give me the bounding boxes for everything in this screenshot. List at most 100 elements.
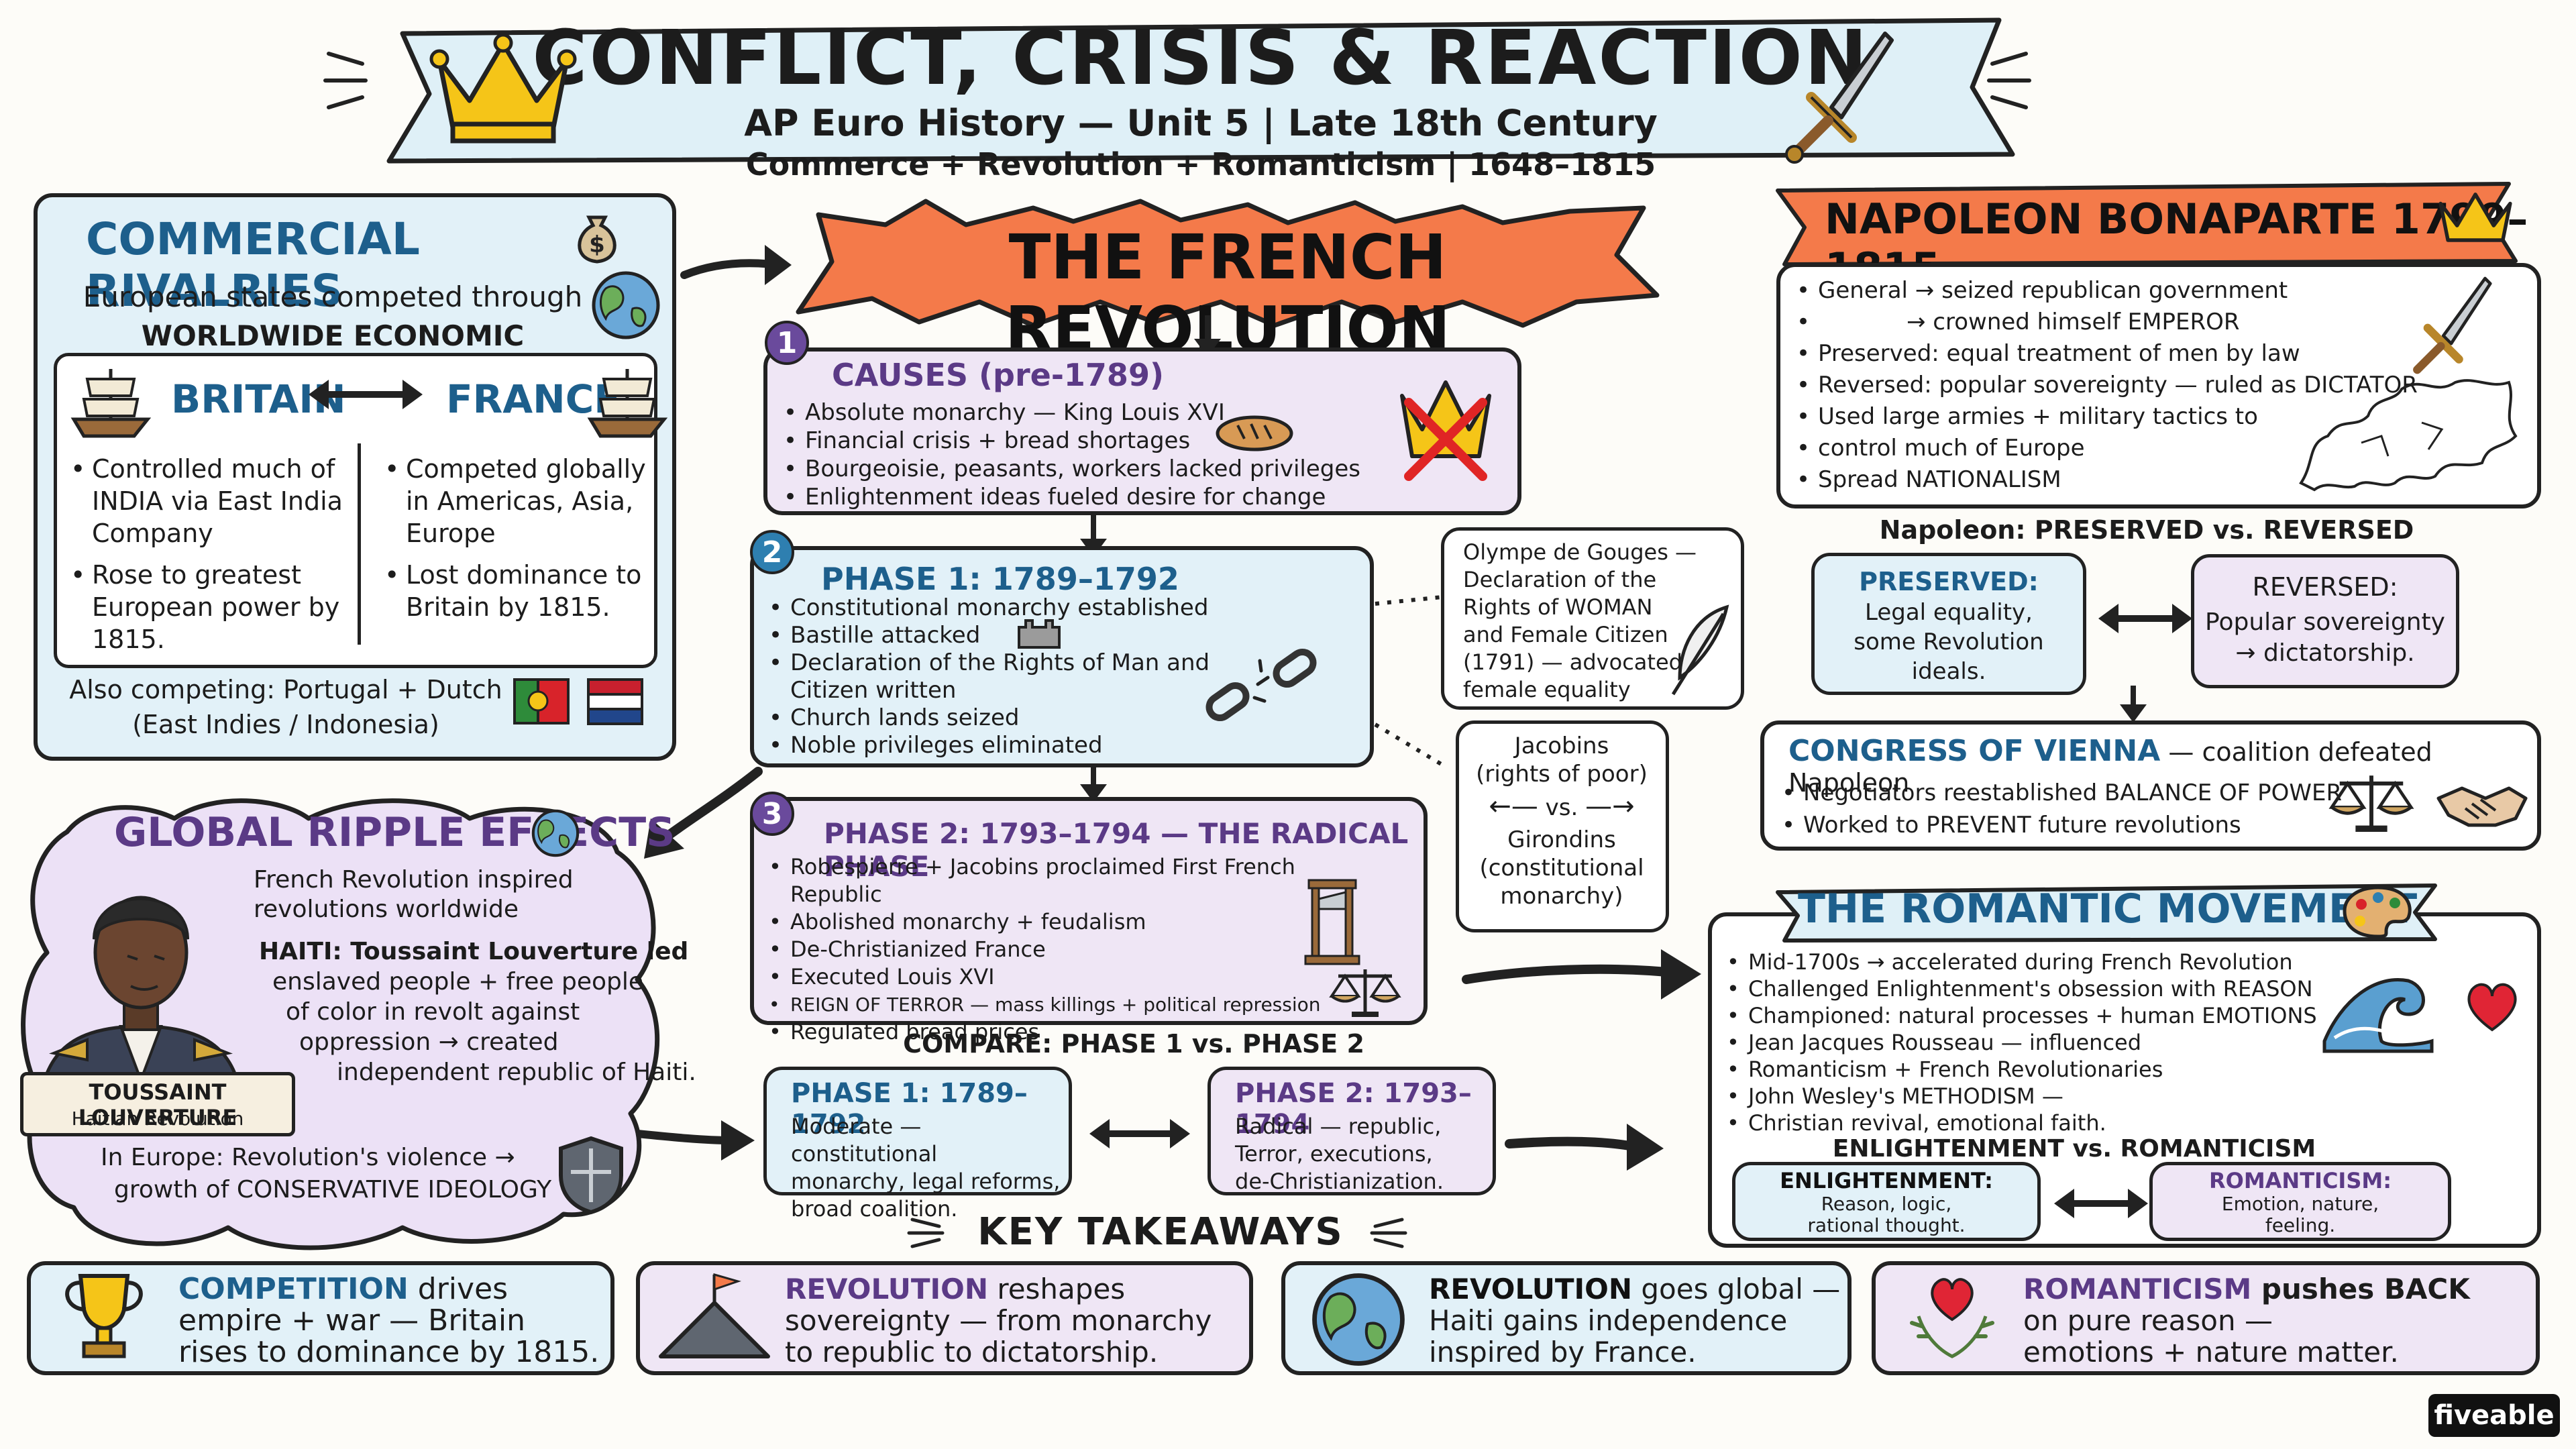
crossed-crown-icon — [1400, 380, 1491, 481]
jacobins-girondins-note: Jacobins (rights of poor) ←— vs. —→ Giro… — [1456, 720, 1669, 932]
toussaint-portrait — [38, 896, 244, 1102]
takeaway-text: empire + war — Britain — [178, 1303, 525, 1338]
britain-france-box: BRITAIN FRANCE Controlled much of INDIA … — [54, 353, 657, 668]
olympe-line: Olympe de Gouges — — [1463, 539, 1697, 565]
takeaway-text: pushes BACK — [2251, 1273, 2470, 1305]
list-item-continued: Christian revival, emotional faith. — [1723, 1110, 2367, 1136]
phase2-list: Robespierre + Jacobins proclaimed First … — [765, 853, 1382, 1046]
compare-phase1-box: PHASE 1: 1789–1792 Moderate — constituti… — [763, 1067, 1072, 1222]
list-item: Abolished monarchy + feudalism — [765, 908, 1382, 936]
arrow-icon — [2120, 686, 2147, 722]
french-revolution-title: THE FRENCH REVOLUTION — [1005, 221, 1450, 365]
olympe-line: Rights of WOMAN — [1463, 594, 1653, 620]
guillotine-icon — [1304, 879, 1360, 965]
compare-heading: COMPARE: PHASE 1 vs. PHASE 2 — [903, 1029, 1364, 1059]
key-takeaways-heading: KEY TAKEAWAYS — [977, 1210, 1344, 1254]
palette-icon — [2343, 885, 2412, 938]
list-item: Lost dominance to Britain by 1815. — [380, 559, 649, 623]
causes-panel: CAUSES (pre-1789) Absolute monarchy — Ki… — [763, 347, 1521, 515]
mountain-flag-icon — [659, 1273, 770, 1358]
olympe-line: female equality — [1463, 677, 1631, 702]
portrait-subtitle: Haitian Revolution — [71, 1108, 244, 1130]
enlightenment-line: Reason, logic, — [1821, 1193, 1952, 1215]
causes-list: Absolute monarchy — King Louis XVI Finan… — [780, 398, 1450, 511]
list-item: Spread NATIONALISM — [1792, 464, 2463, 496]
phase1-title: PHASE 1: 1789–1792 — [821, 561, 1179, 597]
napoleon-panel: General → seized republican government →… — [1776, 263, 2541, 508]
divider — [358, 443, 361, 645]
list-item: Mid-1700s → accelerated during French Re… — [1723, 949, 2367, 975]
decor-lines-left — [907, 1218, 945, 1248]
europe-map-icon — [2299, 379, 2518, 492]
takeaway-highlight: COMPETITION — [178, 1272, 409, 1306]
compare-phase1-title: PHASE 1: 1789–1792 — [791, 1078, 1028, 1140]
france-points: Competed globally in Americas, Asia, Eur… — [380, 453, 649, 623]
also-competing-line1: Also competing: Portugal + Dutch — [69, 675, 502, 704]
portrait-nameplate: TOUSSAINT LOUVERTURE Haitian Revolution — [20, 1072, 295, 1136]
arrow-icon — [680, 245, 792, 285]
list-item: REIGN OF TERROR — mass killings + politi… — [765, 991, 1382, 1018]
list-item: Bastille attacked — [765, 622, 1275, 649]
reversed-line: Popular sovereignty — [2205, 608, 2445, 636]
list-item: Preserved: equal treatment of men by law — [1792, 338, 2463, 370]
list-item: Church lands seized — [765, 704, 1275, 732]
trophy-icon — [65, 1274, 143, 1358]
list-item: Competed globally in Americas, Asia, Eur… — [380, 453, 649, 549]
svg-text:$: $ — [589, 231, 605, 258]
scales-icon — [1329, 969, 1401, 1017]
list-item-continued: → crowned himself EMPEROR — [1792, 307, 2463, 338]
compare-line: Terror, executions, — [1235, 1141, 1433, 1167]
romanticism-line: Emotion, nature, — [2221, 1193, 2379, 1215]
crown-icon — [429, 33, 577, 144]
globe-icon — [592, 271, 660, 339]
reversed-box: REVERSED: Popular sovereignty → dictator… — [2191, 554, 2459, 688]
congress-vienna-panel: CONGRESS OF VIENNA — coalition defeated … — [1760, 720, 2541, 851]
jacobins-label: Jacobins — [1514, 733, 1609, 759]
global-intro-line: revolutions worldwide — [254, 896, 519, 923]
phase1-panel: PHASE 1: 1789–1792 Constitutional monarc… — [750, 546, 1374, 767]
compare-phase2-title: PHASE 2: 1793–1794 — [1235, 1078, 1472, 1140]
shield-icon — [559, 1136, 623, 1215]
haiti-line: of color in revolt against — [286, 998, 580, 1026]
romantic-title-banner — [1776, 883, 2437, 943]
ship-icon — [70, 369, 152, 438]
list-item: Regulated bread prices — [765, 1018, 1382, 1046]
decor-lines-right — [1987, 52, 2031, 109]
compare-line: de-Christianization. — [1235, 1169, 1444, 1194]
haiti-line: enslaved people + free people — [272, 968, 644, 996]
preserved-line: ideals. — [1911, 658, 1986, 685]
ship-icon — [587, 369, 668, 438]
broken-chain-icon — [1205, 648, 1317, 722]
preserved-title: PRESERVED: — [1859, 567, 2039, 596]
handshake-icon — [2436, 786, 2528, 827]
list-item: Enlightenment ideas fueled desire for ch… — [780, 483, 1450, 511]
double-arrow-icon — [1089, 1119, 1190, 1148]
olympe-line: (1791) — advocated — [1463, 649, 1682, 675]
compare-line: Radical — republic, — [1235, 1114, 1442, 1139]
list-item: Jean Jacques Rousseau — influenced — [1723, 1029, 2367, 1056]
list-item: Absolute monarchy — King Louis XVI — [780, 398, 1450, 427]
list-item: De-Christianized France — [765, 936, 1382, 963]
quill-icon — [1671, 604, 1729, 696]
double-arrow-icon — [2098, 604, 2192, 633]
phase1-list: Constitutional monarchy established Bast… — [765, 594, 1275, 759]
olympe-line: and Female Citizen — [1463, 622, 1668, 647]
girondins-label: Girondins — [1507, 826, 1616, 853]
step-number-1: 1 — [765, 321, 809, 365]
list-item: Bourgeoisie, peasants, workers lacked pr… — [780, 455, 1450, 483]
commercial-intro-line1: European states competed through — [83, 280, 583, 313]
napoleon-banner — [1776, 182, 2518, 266]
france-label: FRANCE — [446, 376, 621, 422]
global-intro-line: French Revolution inspired — [254, 866, 574, 894]
page-title: CONFLICT, CRISIS & REACTION — [532, 15, 1870, 102]
connector-dots — [1374, 595, 1444, 767]
romanticism-title: ROMANTICISM: — [2208, 1168, 2392, 1193]
compare-line: broad coalition. — [791, 1196, 958, 1222]
congress-vienna-title: CONGRESS OF VIENNA — [1788, 734, 2161, 768]
preserved-line: Legal equality, — [1865, 599, 2033, 626]
portrait-name: TOUSSAINT LOUVERTURE — [78, 1079, 237, 1130]
britain-points: Controlled much of INDIA via East India … — [66, 453, 348, 655]
takeaway-text: to republic to dictatorship. — [785, 1336, 1159, 1368]
romanticism-box: ROMANTICISM: Emotion, nature, feeling. — [2149, 1162, 2451, 1241]
crown-icon — [2438, 193, 2512, 242]
